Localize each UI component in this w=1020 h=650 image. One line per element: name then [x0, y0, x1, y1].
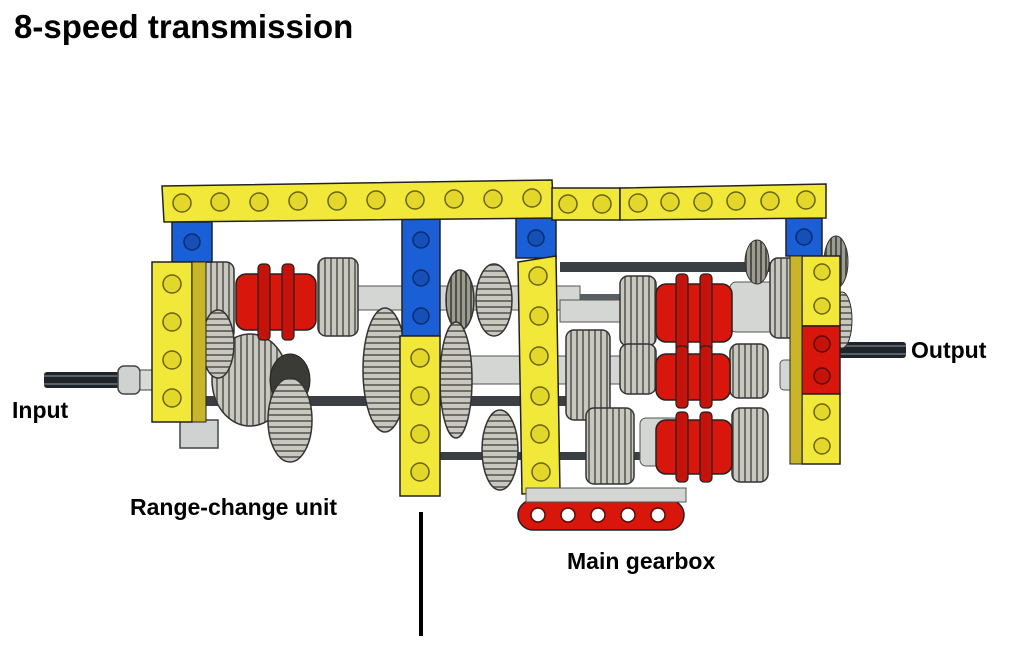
gear [565, 329, 611, 421]
middle-shaft [360, 294, 820, 304]
main-shaft [560, 262, 800, 272]
clutch-ring [235, 263, 317, 341]
gear [731, 407, 769, 483]
gear [201, 309, 235, 379]
gear [445, 269, 475, 331]
clutch-ring [655, 345, 731, 409]
gear [619, 275, 657, 347]
input-label: Input [12, 397, 69, 423]
gear [481, 409, 519, 491]
gear [439, 321, 473, 439]
gear [744, 239, 770, 285]
gear [267, 377, 313, 463]
main-gearbox-label: Main gearbox [567, 548, 716, 574]
gear [317, 257, 359, 337]
clutch-ring [655, 273, 733, 353]
gear [585, 407, 635, 485]
gear [729, 343, 769, 399]
gear [475, 263, 513, 337]
blue-connectors [171, 217, 823, 337]
vertical-beams [151, 255, 841, 497]
clutch-ring [655, 411, 733, 483]
output-label: Output [911, 337, 987, 363]
vertical-beam-gearbox-left [517, 255, 561, 495]
red-link-beam [517, 487, 687, 531]
top-beam-right [619, 183, 827, 221]
range-change-unit-label: Range-change unit [130, 494, 338, 520]
clutch-rings [235, 263, 733, 483]
gear [619, 343, 657, 395]
page-title: 8-speed transmission [14, 8, 354, 45]
top-beams [161, 179, 827, 223]
